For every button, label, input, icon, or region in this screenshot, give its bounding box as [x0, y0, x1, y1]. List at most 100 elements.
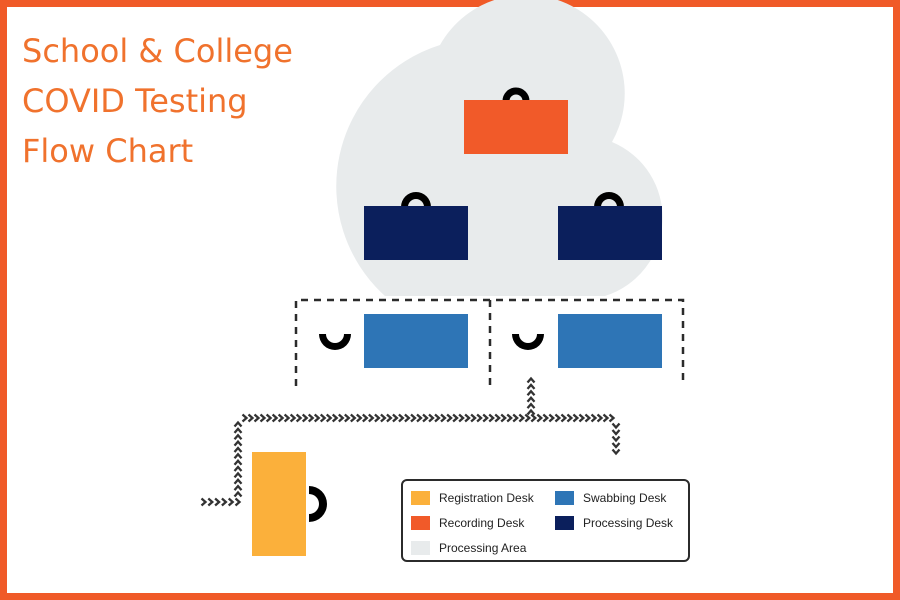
- legend-item-processing: Processing Desk: [555, 516, 673, 530]
- arrow-chevron-right: [584, 413, 591, 423]
- arrow-chevron-entry: [213, 497, 221, 507]
- arrow-chevron-right: [578, 413, 585, 423]
- processing-desk-right: [558, 206, 662, 260]
- arrow-chevron-up: [233, 472, 243, 479]
- arrow-chevron-right: [241, 413, 248, 423]
- arrow-chevron-right: [512, 413, 519, 423]
- arrow-chevron-right: [391, 413, 399, 423]
- arrow-chevron-right: [596, 413, 603, 423]
- arrow-chevron-to-swab: [526, 396, 536, 403]
- legend-swatch-swabbing: [555, 491, 574, 505]
- arrow-chevron-right: [313, 413, 320, 423]
- legend-item-swabbing: Swabbing Desk: [555, 491, 666, 505]
- arrow-chevron-to-swab: [526, 402, 536, 410]
- arrow-chevron-right: [385, 413, 393, 423]
- legend-label: Swabbing Desk: [583, 491, 667, 505]
- arrow-chevron-right: [343, 413, 350, 423]
- arrow-chevron-up: [233, 459, 243, 466]
- arrow-chevron-right: [518, 413, 525, 423]
- recording-desk: [464, 100, 568, 154]
- arrow-chevron-exit: [611, 441, 621, 449]
- arrow-chevron-right: [506, 413, 513, 423]
- legend-item-recording: Recording Desk: [411, 516, 524, 530]
- recording-desk-group: [464, 87, 568, 154]
- arrow-chevron-up: [233, 453, 243, 460]
- arrow-chevron-up: [233, 427, 243, 435]
- arrow-chevron-exit: [611, 448, 621, 455]
- arrow-chevron-right: [427, 413, 435, 423]
- legend-item-processing-area: Processing Area: [411, 541, 526, 555]
- arrow-chevron-right: [445, 413, 453, 423]
- arrow-chevron-up: [233, 440, 243, 447]
- arrow-chevron-right: [403, 413, 411, 423]
- arrow-chevron-right: [295, 413, 302, 423]
- arrow-chevron-right: [379, 413, 387, 423]
- legend-item-registration: Registration Desk: [411, 491, 534, 505]
- arrow-chevron-right: [590, 413, 597, 423]
- arrow-chevron-entry: [200, 497, 207, 507]
- arrow-chevron-right: [530, 413, 537, 423]
- legend-label: Registration Desk: [439, 491, 534, 505]
- arrow-chevron-right: [548, 413, 555, 423]
- swabbing-booth-left: [319, 314, 468, 368]
- arrow-chevron-right: [301, 413, 308, 423]
- arrow-chevron-right: [361, 413, 368, 423]
- title-line-3: Flow Chart: [22, 132, 194, 170]
- arrow-chevron-right: [367, 413, 374, 423]
- arrow-chevron-right: [536, 413, 543, 423]
- arrow-chevron-up: [233, 465, 243, 473]
- legend-swatch-registration: [411, 491, 430, 505]
- legend-swatch-processing-area: [411, 541, 430, 555]
- arrow-chevron-right: [253, 413, 260, 423]
- arrow-chevron-exit: [611, 422, 621, 429]
- swabbing-booths-outline: [294, 298, 685, 386]
- arrow-chevron-right: [572, 413, 579, 423]
- arrow-chevron-up: [233, 484, 243, 492]
- arrow-chevron-right: [331, 413, 338, 423]
- arrow-chevron-right: [566, 413, 573, 423]
- arrow-chevron-up: [233, 421, 243, 428]
- arrow-chevron-right: [409, 413, 417, 423]
- arrow-chevron-right: [554, 413, 561, 423]
- arrow-chevron-right: [289, 413, 296, 423]
- arrow-chevron-right: [451, 413, 459, 423]
- legend-swatch-processing: [555, 516, 574, 530]
- legend: Registration Desk Swabbing Desk Recordin…: [401, 479, 690, 562]
- arrow-chevron-right: [325, 413, 332, 423]
- arrow-chevron-right: [560, 413, 567, 423]
- arrow-chevron-entry: [227, 497, 234, 507]
- registration-desk-group: [252, 452, 327, 556]
- page-title: School & College COVID Testing Flow Char…: [22, 26, 293, 176]
- arrow-chevron-up: [233, 446, 243, 454]
- legend-label: Recording Desk: [439, 516, 525, 530]
- arrow-chevron-right: [421, 413, 429, 423]
- arrow-chevron-entry: [220, 497, 228, 507]
- arrow-chevron-to-swab: [526, 390, 536, 397]
- arrow-chevron-right: [469, 413, 477, 423]
- arrow-chevron-right: [259, 413, 266, 423]
- arrow-chevron-right: [373, 413, 381, 423]
- arrow-chevron-right: [439, 413, 447, 423]
- arrow-chevron-right: [542, 413, 549, 423]
- arrow-chevron-right: [457, 413, 465, 423]
- swabbing-desk-left: [364, 314, 468, 368]
- arrow-chevron-right: [337, 413, 344, 423]
- arrow-chevron-to-swab: [526, 409, 536, 416]
- arrow-chevron-right: [355, 413, 362, 423]
- swabbing-staff-icon: [319, 334, 351, 350]
- arrow-chevron-to-swab: [526, 377, 536, 384]
- arrow-chevron-right: [433, 413, 441, 423]
- arrow-chevron-entry: [207, 497, 214, 507]
- arrow-chevron-right: [265, 413, 272, 423]
- arrow-chevron-entry: [234, 497, 241, 507]
- arrow-chevron-right: [524, 413, 531, 423]
- arrow-chevron-right: [488, 413, 495, 423]
- arrow-chevron-right: [397, 413, 405, 423]
- arrow-chevron-right: [271, 413, 278, 423]
- arrow-chevron-up: [233, 434, 243, 441]
- arrow-chevron-right: [482, 413, 489, 423]
- arrow-chevron-right: [500, 413, 507, 423]
- arrow-chevron-up: [233, 491, 243, 498]
- title-line-2: COVID Testing: [22, 82, 248, 120]
- arrow-chevron-right: [608, 413, 615, 423]
